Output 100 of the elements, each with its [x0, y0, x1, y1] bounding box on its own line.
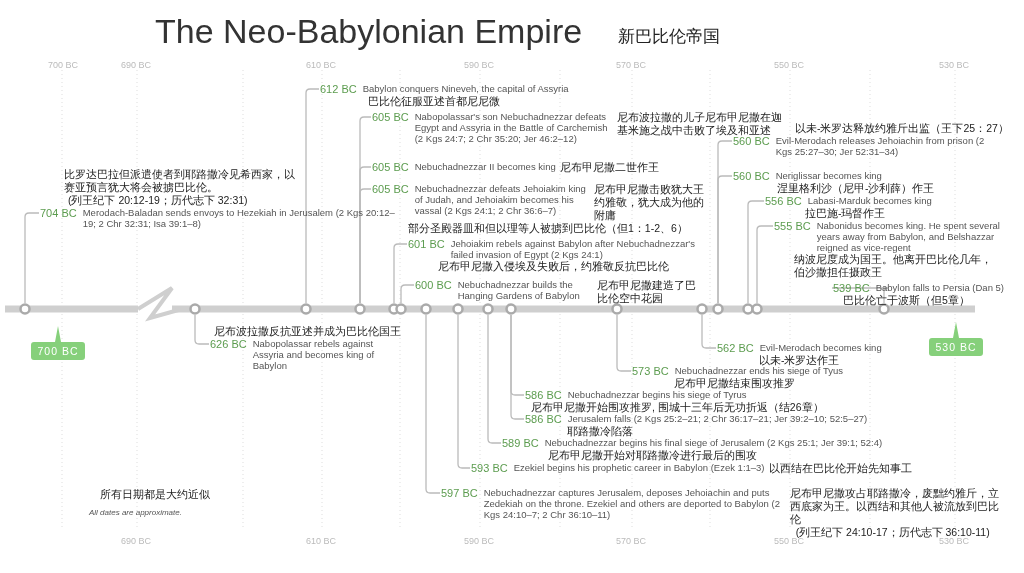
leader-line [717, 175, 733, 304]
date-label: 700 BC [36, 344, 80, 358]
timeline-point [420, 303, 432, 315]
axis-tick-label: 610 BC [306, 536, 337, 546]
date-label: 539 BC [833, 282, 870, 294]
timeline-point [505, 303, 517, 315]
event-description: Ezekiel begins his prophetic career in Babylon (Ezek 1:1–3) [513, 462, 765, 473]
date-label: 612 BC [320, 83, 357, 95]
event-description: Merodach-Baladan sends envoys to Hezekiah in Jerusalem (2 Kgs 20:12–19; 2 Chr 32:31; Isa 39:1–8) [82, 207, 396, 229]
event-description: 部分圣殿器皿和但以理等人被掳到巴比伦（但1：1-2、6） [408, 222, 688, 235]
event-description: Nebuchadnezzar captures Jerusalem, deposes Jehoiachin and puts Zedekiah on the throne. Ezekiel and others are deported to Babylon (2 Kgs 24:10–7; 2 Chr 36:10–11) [483, 487, 781, 520]
timeline-point [751, 303, 763, 315]
event-description: Nabonidus becomes king. He spent several years away from Babylon, and Belshazzar reigned as vice-regent [816, 220, 1001, 253]
date-label: 555 BC [774, 220, 811, 232]
event-description: 纳波尼度成为国王。他离开巴比伦几年，伯沙撒担任摄政王 [794, 253, 993, 279]
event-description: Jerusalem falls (2 Kgs 25:2–21; 2 Chr 36:17–21; Jer 39:2–10; 52:5–27) [567, 413, 868, 424]
event-description: 尼布甲尼撒入侵埃及失败后，约雅敬反抗巴比伦 [438, 260, 669, 273]
date-label: 586 BC [525, 413, 562, 425]
date-label: 597 BC [441, 487, 478, 499]
date-label: 605 BC [372, 111, 409, 123]
event-description: 尼布甲尼撒攻占耶路撒冷，废黜约雅斤，立西底家为王。以西结和其他人被流放到巴比伦 [789, 487, 1000, 526]
event-description: 尼布波拉撒反抗亚述并成为巴比伦国王 [214, 325, 401, 338]
event-description: 巴比伦亡于波斯（但5章） [843, 294, 970, 307]
timeline-point [696, 303, 708, 315]
event-description: 尼布甲尼撒结束围攻推罗 [674, 377, 795, 390]
leader-line [24, 212, 40, 304]
event-description: Evil-Merodach becomes king [759, 342, 882, 353]
axis-tick-label: 690 BC [121, 536, 152, 546]
event-description: Neriglissar becomes king [775, 170, 882, 181]
timeline-point [189, 303, 201, 315]
event-description: 尼布甲尼撒二世作王 [559, 161, 659, 174]
axis-tick-label: 550 BC [774, 60, 805, 70]
axis-tick-label: 590 BC [464, 60, 495, 70]
event-description: 尼布波拉撒的儿子尼布甲尼撒在迦基米施之战中击败了埃及和亚述 [616, 111, 783, 137]
title: The Neo-Babylonian Empire [155, 12, 583, 51]
leader-line [400, 284, 415, 304]
leader-line [756, 225, 774, 304]
event-description: Nabopolassar's son Nebuchadnezzar defeats Egypt and Assyria in the Battle of Carchemish (2 Kgs 24:7; 2 Chr 35:20; Jer 46:2–12) [414, 111, 609, 144]
timeline-point [19, 303, 31, 315]
timeline-point [354, 303, 366, 315]
date-label: 626 BC [210, 338, 247, 350]
leader-line [701, 314, 717, 349]
axis-tick-label: 590 BC [464, 536, 495, 546]
leader-line [457, 314, 471, 469]
leader-line [747, 200, 765, 304]
event-description: Babylon conquers Nineveh, the capital of Assyria [362, 83, 569, 94]
date-label: 560 BC [733, 170, 770, 182]
event-description: 涅里格利沙（尼甲-沙利薛）作王 [777, 182, 935, 195]
event-description: 以西结在巴比伦开始先知事工 [768, 462, 912, 475]
timeline-point [712, 303, 724, 315]
event-description: Labasi-Marduk becomes king [807, 195, 932, 206]
subtitle: 新巴比伦帝国 [618, 26, 720, 48]
date-label: 600 BC [415, 279, 452, 291]
date-label: 605 BC [372, 183, 409, 195]
axis-tick-label: 700 BC [48, 60, 79, 70]
date-label: 586 BC [525, 389, 562, 401]
event-description: Evil-Merodach releases Jehoiachin from prison (2 Kgs 25:27–30; Jer 52:31–34) [775, 135, 986, 157]
date-label: 530 BC [934, 340, 978, 354]
date-label: 605 BC [372, 161, 409, 173]
timeline-point [300, 303, 312, 315]
event-description: Nebuchadnezzar II becomes king [414, 161, 556, 172]
leader-line [616, 314, 632, 372]
leader-line [425, 314, 441, 494]
event-description: 尼布甲尼撒开始围攻推罗, 围城十三年后无功折返（结26章） [531, 401, 824, 414]
axis-tick-label: 690 BC [121, 60, 152, 70]
event-description: Babylon falls to Persia (Dan 5) [875, 282, 1004, 293]
event-description: 尼布甲尼撒建造了巴比伦空中花园 [596, 279, 697, 305]
timeline-point [611, 303, 623, 315]
event-description: 以未-米罗达释放约雅斤出监（王下25：27） [795, 122, 1009, 135]
event-description: 尼布甲尼撒击败犹大王约雅敬，犹大成为他的附庸 [593, 183, 705, 222]
event-description: (列王纪下 20:12-19；历代志下 32:31) [68, 194, 248, 207]
event-description: 耶路撒冷陷落 [567, 425, 633, 438]
leader-line [305, 88, 320, 304]
note: 所有日期都是大约近似 [100, 487, 210, 502]
timeline-point [482, 303, 494, 315]
event-description: Nebuchadnezzar begins his final siege of Jerusalem (2 Kgs 25:1; Jer 39:1; 52:4) [544, 437, 883, 448]
axis-tick-label: 570 BC [616, 536, 647, 546]
date-label: 556 BC [765, 195, 802, 207]
date-label: 560 BC [733, 135, 770, 147]
event-description: Nebuchadnezzar ends his siege of Tyus [674, 365, 843, 376]
timeline-point [395, 303, 407, 315]
axis-tick-label: 570 BC [616, 60, 647, 70]
date-label: 573 BC [632, 365, 669, 377]
leader-line [359, 188, 372, 304]
event-description: 拉巴施-玛督作王 [805, 207, 886, 220]
event-description: 尼布甲尼撒开始对耶路撒冷进行最后的围攻 [548, 449, 757, 462]
date-label: 593 BC [471, 462, 508, 474]
leader-line [510, 314, 525, 396]
timeline-point [452, 303, 464, 315]
event-description: Nabopolassar rebels against Assyria and becomes king of Babylon [252, 338, 376, 371]
leader-line [393, 243, 408, 304]
leader-line [194, 314, 210, 345]
axis-tick-label: 530 BC [939, 60, 970, 70]
axis-tick-label: 610 BC [306, 60, 337, 70]
event-description: Nebuchadnezzar defeats Jehoiakim king of Judah, and Jehoiakim becomes his vassal (2 Kgs 24:1; 2 Chr 36:6–7) [414, 183, 587, 216]
date-label: 704 BC [40, 207, 77, 219]
date-label: 601 BC [408, 238, 445, 250]
event-description: 比罗达巴拉但派遣使者到耶路撒冷见希西家，以赛亚预言犹大将会被掳巴比伦。 [64, 168, 296, 194]
event-description: (列王纪下 24:10-17；历代志下 36:10-11) [795, 526, 991, 538]
date-label: 589 BC [502, 437, 539, 449]
